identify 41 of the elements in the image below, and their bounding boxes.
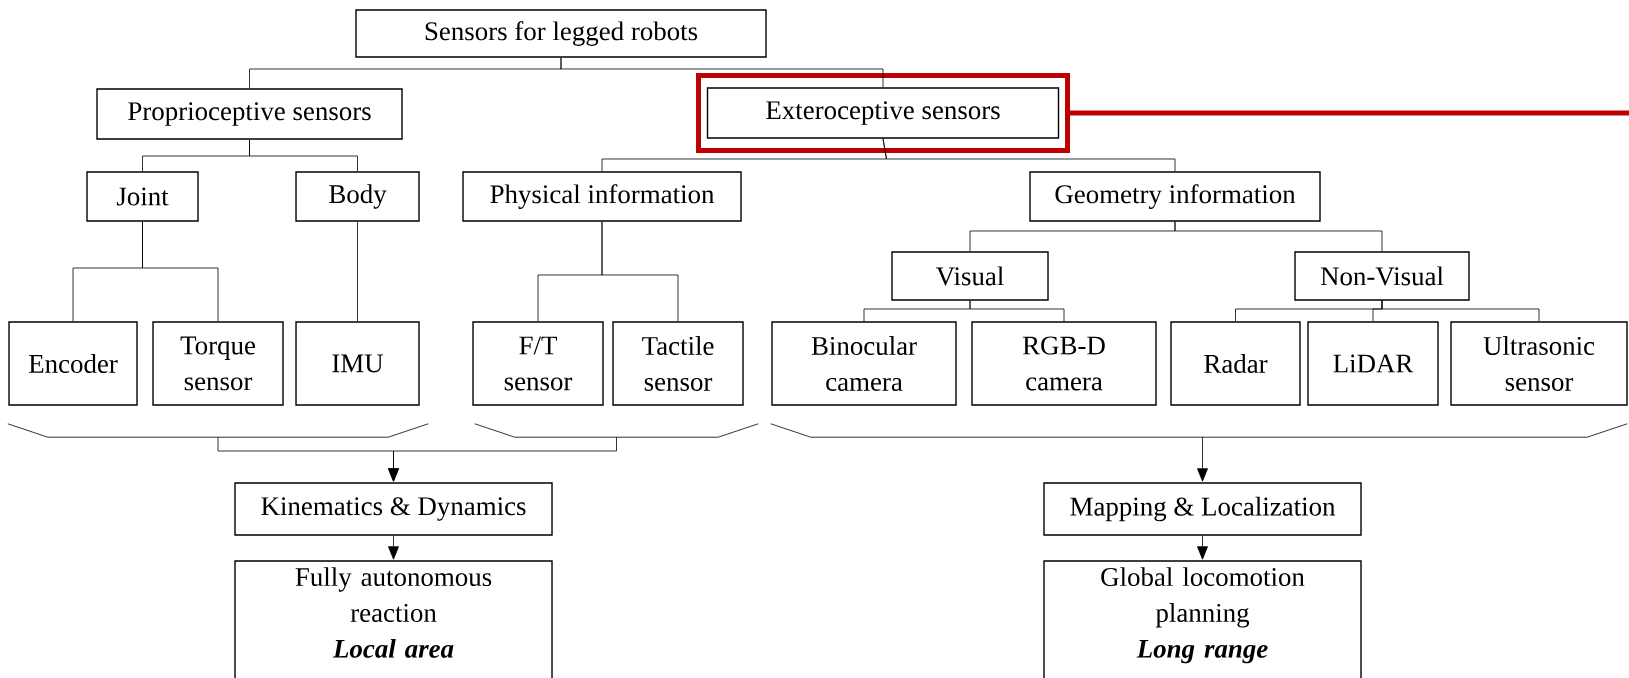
- sensor-box: LiDAR: [1307, 321, 1439, 406]
- connector-line: [969, 300, 1065, 322]
- category-box: Body: [295, 171, 420, 222]
- connector-line: [560, 57, 884, 88]
- sensor-box: Tactile sensor: [612, 321, 744, 406]
- connector-line: [1174, 221, 1383, 252]
- arrow: [1197, 535, 1208, 560]
- highlight-frame: [696, 73, 1070, 153]
- category-box: Joint: [86, 171, 199, 222]
- category-box: Exteroceptive sensors: [706, 87, 1060, 139]
- sensor-box: Binocular camera: [771, 321, 957, 406]
- connector-line: [1070, 110, 1629, 116]
- sensor-box: Ultrasonic sensor: [1450, 321, 1628, 406]
- connector-line: [249, 139, 358, 172]
- sensor-box: IMU: [295, 321, 420, 406]
- category-box: Visual: [891, 251, 1049, 301]
- sensor-box: Encoder: [8, 321, 138, 406]
- arrow: [1197, 436, 1208, 482]
- connector-line: [882, 138, 1176, 172]
- bracket: [770, 423, 1628, 438]
- sensor-box: RGB-D camera: [971, 321, 1157, 406]
- category-box: Sensors for legged robots: [355, 9, 767, 58]
- category-box: Non-Visual: [1294, 251, 1470, 301]
- sensor-box: Torque sensor: [152, 321, 284, 406]
- connector-line: [601, 221, 679, 322]
- category-box: Mapping & Localization: [1043, 482, 1362, 536]
- connector-line: [1381, 300, 1540, 322]
- connector-line: [357, 221, 358, 322]
- bracket: [7, 423, 429, 438]
- category-box: Proprioceptive sensors: [96, 88, 403, 140]
- outcome-box: Global locomotion planning Long range: [1043, 560, 1362, 678]
- sensor-box: F/T sensor: [472, 321, 604, 406]
- category-box: Kinematics & Dynamics: [234, 482, 553, 536]
- outcome-box: Fully autonomous reaction Local area: [234, 560, 553, 678]
- arrow: [388, 436, 617, 482]
- connector-line: [142, 221, 219, 322]
- bracket: [474, 423, 759, 438]
- arrow: [388, 535, 399, 560]
- category-box: Geometry information: [1029, 171, 1321, 222]
- sensor-box: Radar: [1170, 321, 1301, 406]
- category-box: Physical information: [462, 171, 742, 222]
